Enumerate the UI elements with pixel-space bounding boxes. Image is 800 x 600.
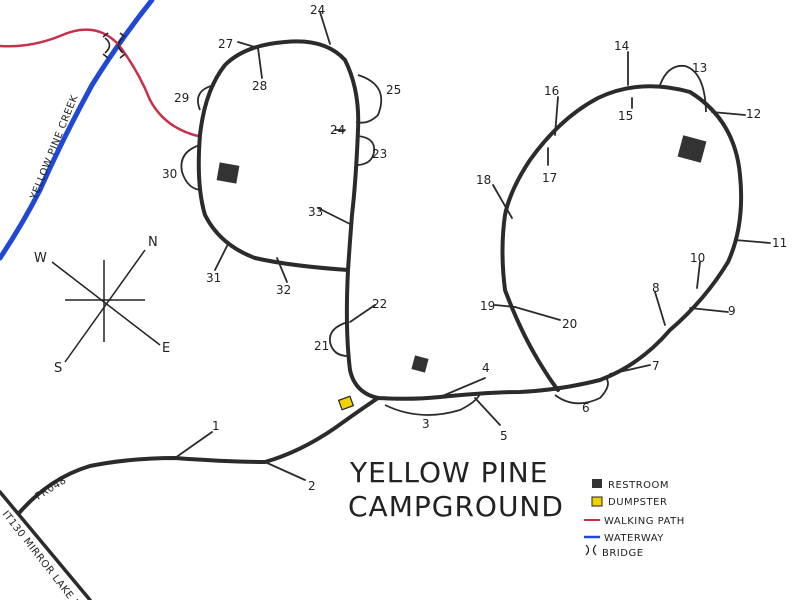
site-7: 7 (652, 359, 660, 373)
site-16: 16 (544, 84, 559, 98)
map-title-line2: CAMPGROUND (348, 490, 564, 523)
site-1: 1 (212, 419, 220, 433)
site-24-upper: 24 (310, 3, 325, 17)
restroom-icon (216, 162, 240, 184)
site-4: 4 (482, 361, 490, 375)
compass-n: N (148, 235, 158, 250)
site-2: 2 (308, 479, 316, 493)
site-pads (180, 64, 707, 416)
compass-rose (51, 249, 161, 363)
site-31: 31 (206, 271, 221, 285)
road-entrance (18, 396, 380, 514)
site-22: 22 (372, 297, 387, 311)
waterway-creek (0, 0, 155, 261)
road-network (18, 39, 744, 514)
site-11: 11 (772, 236, 787, 250)
road-highway (0, 490, 92, 600)
site-12: 12 (746, 107, 761, 121)
site-8: 8 (652, 281, 660, 295)
site-33: 33 (308, 205, 323, 219)
site-10: 10 (690, 251, 705, 265)
legend-walking-path: WALKING PATH (604, 516, 685, 527)
creek-label: YELLOW PINE CREEK (28, 93, 80, 202)
walking-path (0, 28, 200, 138)
legend-restroom-icon (592, 479, 602, 488)
site-19: 19 (480, 299, 495, 313)
site-17: 17 (542, 171, 557, 185)
site-32: 32 (276, 283, 291, 297)
bridge-icon (102, 32, 126, 59)
road-main (196, 39, 380, 400)
site-numbers: 1 2 3 4 5 6 7 8 9 10 11 12 13 14 15 16 1… (162, 3, 787, 493)
site-23: 23 (372, 147, 387, 161)
restroom-icon (411, 355, 429, 373)
site-30: 30 (162, 167, 177, 181)
legend-restroom: RESTROOM (608, 480, 669, 491)
site-14: 14 (614, 39, 629, 53)
site-5: 5 (500, 429, 508, 443)
compass-w: W (34, 251, 47, 266)
legend-bridge: BRIDGE (602, 548, 644, 559)
forest-road-label: FR048 (34, 475, 69, 503)
compass-s: S (54, 361, 62, 376)
site-15: 15 (618, 109, 633, 123)
compass-e: E (162, 341, 170, 356)
legend-dumpster-icon (591, 496, 603, 507)
restroom-icon (677, 135, 707, 163)
site-6: 6 (582, 401, 590, 415)
dumpster-icon (337, 395, 355, 411)
map-title-line1: YELLOW PINE (349, 456, 548, 489)
legend: RESTROOM DUMPSTER WALKING PATH WATERWAY … (584, 479, 685, 559)
site-13: 13 (692, 61, 707, 75)
site-20: 20 (562, 317, 577, 331)
site-21: 21 (314, 339, 329, 353)
site-24-lower: 24 (330, 123, 345, 137)
site-spurs (174, 11, 771, 481)
site-3: 3 (422, 417, 430, 431)
site-27: 27 (218, 37, 233, 51)
legend-waterway: WATERWAY (604, 533, 664, 544)
site-28: 28 (252, 79, 267, 93)
site-29: 29 (174, 91, 189, 105)
site-25: 25 (386, 83, 401, 97)
legend-bridge-icon (585, 544, 597, 556)
site-18: 18 (476, 173, 491, 187)
legend-dumpster: DUMPSTER (608, 497, 667, 508)
road-loop-east (376, 84, 744, 401)
site-9: 9 (728, 304, 736, 318)
